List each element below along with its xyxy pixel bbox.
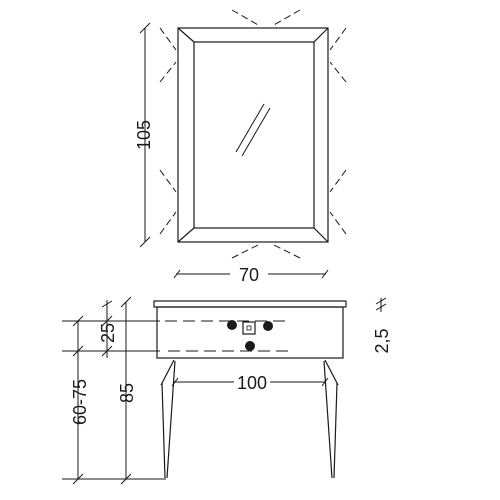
mirror-inner-frame xyxy=(193,41,315,229)
console-table xyxy=(153,300,347,479)
mirror-miter-tl xyxy=(177,27,195,43)
console-leg-right-c xyxy=(323,360,333,479)
drawer-height-label: 25 xyxy=(98,323,118,343)
console-leg-left-a xyxy=(160,359,175,386)
mirror xyxy=(177,27,329,243)
console-height-label: 85 xyxy=(117,383,137,403)
mirror-reflection-line-2 xyxy=(241,107,271,157)
console-leg-left-c xyxy=(166,360,176,479)
mirror-miter-bl xyxy=(177,227,195,243)
console-leg-right-a xyxy=(324,359,339,386)
console-leg-left-b xyxy=(161,382,166,479)
center-lock-inner xyxy=(246,325,252,331)
leg-height-range-label: 60-75 xyxy=(70,379,90,425)
console-width-label: 100 xyxy=(237,373,267,393)
mirror-light-rays xyxy=(159,9,347,259)
knob-left xyxy=(227,320,237,330)
mirror-width-label: 70 xyxy=(239,265,259,285)
drawer-height-dimension xyxy=(101,300,113,358)
mirror-width-dimension xyxy=(173,269,329,279)
mirror-reflection-line-1 xyxy=(235,103,265,153)
leg-height-dimension xyxy=(72,315,84,485)
console-body xyxy=(156,306,344,359)
mirror-height-label: 105 xyxy=(134,120,154,150)
console-drawer-hardware xyxy=(227,320,273,351)
mirror-miter-br xyxy=(313,227,329,243)
top-thickness-dimension xyxy=(375,297,387,312)
knob-bottom xyxy=(245,341,255,351)
mirror-outer-frame xyxy=(177,27,329,243)
top-thickness-label: 2,5 xyxy=(372,328,392,353)
console-width-dimension xyxy=(171,377,329,387)
knob-right xyxy=(263,321,273,331)
console-height-dimension xyxy=(120,296,132,485)
mirror-height-dimension xyxy=(139,22,151,248)
console-leg-right-b xyxy=(333,382,338,479)
mirror-miter-tr xyxy=(313,27,329,43)
console-top xyxy=(153,300,347,308)
